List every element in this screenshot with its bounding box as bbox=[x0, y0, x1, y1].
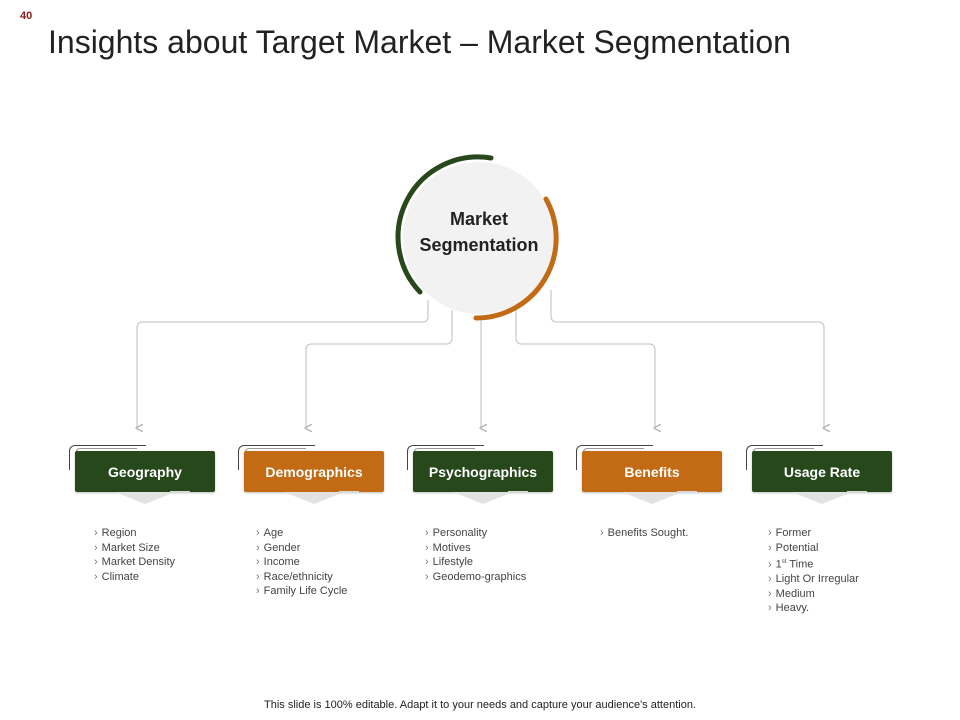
list-item: ›Former bbox=[768, 527, 812, 539]
segment-psychographics: Psychographics bbox=[413, 451, 553, 492]
list-item: ›Market Density bbox=[94, 556, 176, 568]
list-item: ›Lifestyle bbox=[425, 556, 474, 568]
segment-shadow bbox=[284, 492, 344, 504]
benefits-list: ›Benefits Sought. bbox=[600, 526, 688, 541]
psychographics-list: ›Personality ›Motives ›Lifestyle ›Geodem… bbox=[425, 526, 526, 584]
segment-shadow bbox=[115, 492, 175, 504]
page-number: 40 bbox=[20, 10, 33, 22]
list-item: ›Market Size bbox=[94, 541, 160, 554]
list-item: ›Region bbox=[94, 527, 137, 539]
connector-benefits bbox=[515, 310, 655, 428]
center-label-line1: Market bbox=[449, 209, 509, 229]
segment-shadow bbox=[792, 492, 852, 504]
center-ring-green bbox=[395, 154, 494, 295]
segment-shadow bbox=[453, 492, 513, 504]
list-item: ›Medium bbox=[768, 587, 815, 600]
list-item: ›Light Or Irregular bbox=[768, 573, 859, 586]
list-item: ›Gender bbox=[256, 541, 301, 554]
center-label: Market Segmentation bbox=[400, 206, 558, 258]
list-item: ›Age bbox=[256, 527, 284, 539]
segment-benefits: Benefits bbox=[582, 451, 722, 492]
segment-demographics: Demographics bbox=[244, 451, 384, 492]
center-ring-orange bbox=[473, 196, 559, 321]
list-item: ›Climate bbox=[94, 570, 139, 583]
list-item: ›1st Time bbox=[768, 558, 814, 571]
list-item: ›Geodemo-graphics bbox=[425, 570, 527, 583]
center-label-line2: Segmentation bbox=[419, 235, 539, 255]
segment-tab bbox=[508, 491, 528, 493]
center-circle bbox=[403, 162, 555, 314]
list-item: ›Personality bbox=[425, 527, 488, 539]
segment-geography: Geography bbox=[75, 451, 215, 492]
connector-geography bbox=[137, 300, 429, 428]
list-item: ›Income bbox=[256, 556, 300, 568]
usage-rate-list: ›Former ›Potential ›1st Time ›Light Or I… bbox=[768, 526, 859, 616]
demographics-list: ›Age ›Gender ›Income ›Race/ethnicity ›Fa… bbox=[256, 526, 347, 599]
list-item: ›Family Life Cycle bbox=[256, 585, 348, 597]
segment-tab bbox=[847, 491, 867, 493]
segment-usage-rate: Usage Rate bbox=[752, 451, 892, 492]
connector-demographics bbox=[306, 310, 453, 428]
list-item: ›Motives bbox=[425, 541, 471, 554]
list-item: ›Race/ethnicity bbox=[256, 570, 333, 583]
list-item: ›Benefits Sought. bbox=[600, 527, 689, 539]
slide-title: Insights about Target Market – Market Se… bbox=[48, 24, 791, 60]
segment-tab bbox=[339, 491, 359, 493]
footer-note: This slide is 100% editable. Adapt it to… bbox=[264, 699, 696, 711]
segment-shadow bbox=[622, 492, 682, 504]
segment-tab bbox=[677, 491, 697, 493]
list-item: ›Heavy. bbox=[768, 602, 810, 615]
list-item: ›Potential bbox=[768, 541, 819, 554]
segment-tab bbox=[170, 491, 190, 493]
geography-list: ›Region ›Market Size ›Market Density ›Cl… bbox=[94, 526, 175, 584]
connector-usage-rate bbox=[550, 290, 824, 428]
